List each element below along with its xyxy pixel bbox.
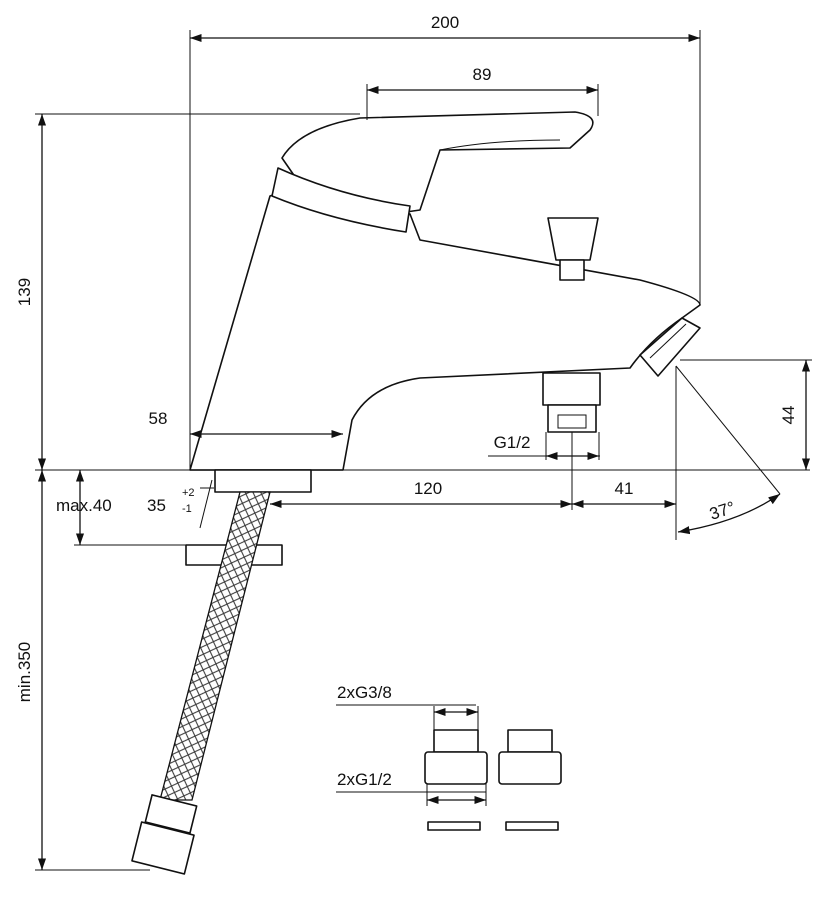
- flexible-hose: [131, 491, 271, 875]
- dim-max-deck: max.40: [56, 496, 112, 515]
- dim-hose-length: min.350: [15, 642, 34, 702]
- adapter-fittings: [424, 729, 562, 831]
- dimension-lines: [35, 30, 812, 871]
- dim-hole-tol-plus: +2: [182, 487, 195, 499]
- dim-thread-adapter-bottom: 2xG1/2: [337, 770, 392, 789]
- dim-outlet-offset: 41: [615, 479, 634, 498]
- dim-lever-width: 89: [473, 65, 492, 84]
- faucet-body: [189, 111, 701, 471]
- dim-total-width: 200: [431, 13, 459, 32]
- dim-thread-adapter-top: 2xG3/8: [337, 683, 392, 702]
- dim-height: 139: [15, 278, 34, 306]
- dim-spout-angle: 37°: [707, 498, 737, 524]
- dim-spout-to-outlet: 120: [414, 479, 442, 498]
- dim-hole-tol-minus: -1: [182, 503, 192, 515]
- dim-hole-diameter: 35: [147, 496, 166, 515]
- dim-base-width: 58: [149, 409, 168, 428]
- dim-thread-spout: G1/2: [494, 433, 531, 452]
- dim-spout-height: 44: [779, 406, 798, 425]
